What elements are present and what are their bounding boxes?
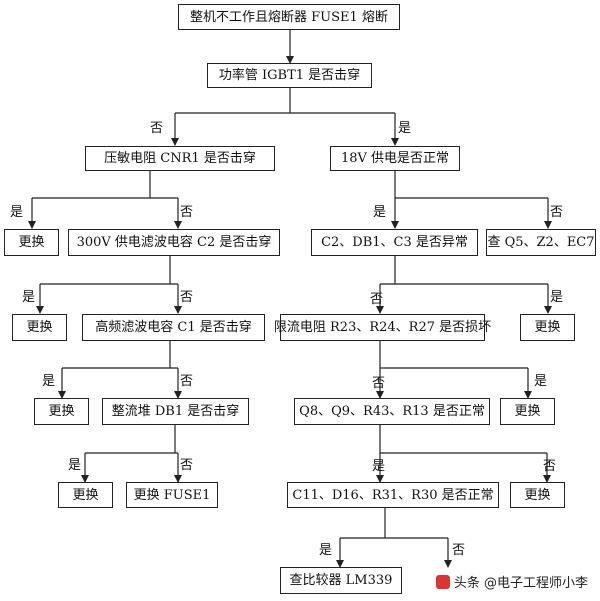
db1-check-node: 整流堆 DB1 是否击穿 (102, 398, 249, 425)
replace-node-3: 更换 (520, 314, 575, 341)
r23-r24-r27-check-node: 限流电阻 R23、R24、R27 是否损坏 (274, 314, 491, 341)
label-no: 否 (180, 290, 194, 305)
label-no: 否 (543, 459, 557, 474)
label-no: 否 (372, 376, 386, 391)
label-yes: 是 (68, 458, 82, 473)
label-yes: 是 (319, 543, 333, 558)
replace-node-1: 更换 (4, 229, 59, 256)
watermark: 头条 @电子工程师小李 (435, 572, 588, 591)
replace-node-2: 更换 (12, 314, 67, 341)
supply-18v-check-node: 18V 供电是否正常 (330, 146, 460, 171)
label-no: 否 (370, 292, 384, 307)
replace-node-5: 更换 (500, 398, 555, 425)
c11-d16-r31-r30-check-node: C11、D16、R31、R30 是否正常 (287, 482, 499, 508)
label-no: 否 (180, 205, 194, 220)
start-node: 整机不工作且熔断器 FUSE1 熔断 (178, 4, 400, 30)
label-yes: 是 (550, 290, 564, 305)
label-yes: 是 (372, 459, 386, 474)
check-q5-z2-ec7-node: 查 Q5、Z2、EC7 (486, 229, 596, 256)
toutiao-logo-icon (435, 574, 450, 589)
replace-fuse1-node: 更换 FUSE1 (126, 482, 218, 508)
label-yes: 是 (10, 205, 24, 220)
c2-check-node: 300V 供电滤波电容 C2 是否击穿 (68, 229, 280, 256)
label-yes: 是 (534, 374, 548, 389)
igbt-check-node: 功率管 IGBT1 是否击穿 (207, 63, 372, 88)
label-no: 否 (180, 458, 194, 473)
label-no: 否 (550, 205, 564, 220)
label-yes: 是 (398, 121, 412, 136)
replace-node-6: 更换 (58, 482, 113, 508)
label-yes: 是 (22, 290, 36, 305)
q8-q9-r43-r13-check-node: Q8、Q9、R43、R13 是否正常 (294, 398, 490, 425)
label-no: 否 (180, 374, 194, 389)
replace-node-7: 更换 (510, 482, 565, 508)
label-no: 否 (452, 543, 466, 558)
label-yes: 是 (42, 374, 56, 389)
replace-node-4: 更换 (34, 398, 89, 425)
c1-check-node: 高频滤波电容 C1 是否击穿 (82, 314, 265, 341)
cnr1-check-node: 压敏电阻 CNR1 是否击穿 (85, 146, 275, 171)
label-no: 否 (150, 121, 164, 136)
label-yes: 是 (373, 205, 387, 220)
c2-db1-c3-check-node: C2、DB1、C3 是否异常 (311, 229, 478, 256)
check-lm339-node: 查比较器 LM339 (280, 567, 402, 594)
watermark-text: 头条 @电子工程师小李 (453, 576, 588, 591)
